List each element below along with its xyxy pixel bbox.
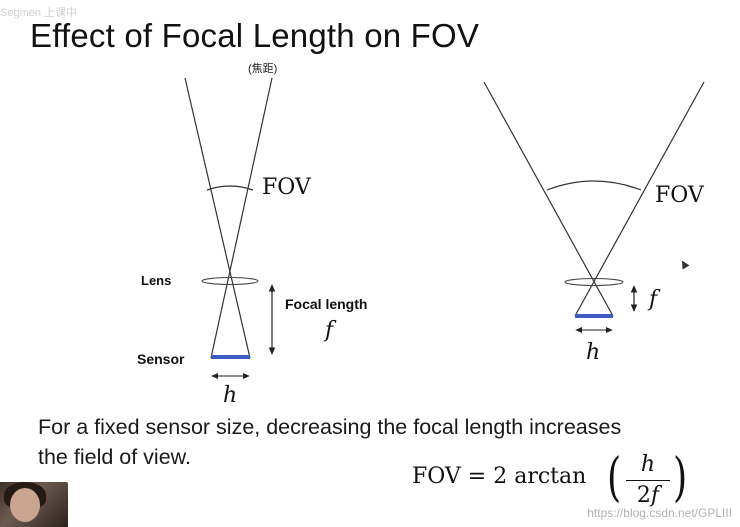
slide-title: Effect of Focal Length on FOV: [30, 17, 480, 54]
body-text: For a fixed sensor size, decreasing the …: [38, 412, 728, 472]
right-sensor-width-symbol: h: [586, 340, 600, 365]
left-sensor-width-symbol: h: [223, 383, 237, 408]
left-sensor-label: Sensor: [137, 351, 185, 367]
presenter-face: [10, 488, 40, 522]
left-lens: [201, 276, 259, 286]
formula-fraction-bar: [626, 480, 670, 481]
body-line-1: For a fixed sensor size, decreasing the …: [38, 415, 622, 439]
right-lens: [564, 277, 624, 287]
formula-denominator-var: f: [650, 483, 660, 508]
formula-denominator: 2f: [626, 483, 670, 509]
formula-lhs: FOV = 2 arctan: [412, 464, 587, 489]
right-ray-2: [574, 81, 705, 317]
left-fov-arc: [206, 185, 254, 191]
formula-denominator-coef: 2: [636, 483, 651, 508]
left-lens-label: Lens: [141, 273, 171, 288]
title-annotation: (焦距): [248, 63, 278, 75]
left-focal-length-label: Focal length: [285, 296, 367, 312]
body-line-2: the field of view.: [38, 445, 191, 469]
formula-open-paren: (: [607, 448, 622, 508]
left-focal-symbol: f: [323, 318, 337, 343]
formula-fraction: h 2f: [626, 452, 670, 509]
formula-numerator: h: [640, 452, 656, 477]
right-focal-symbol: f: [647, 287, 661, 312]
right-diagram: FOV f h: [483, 81, 705, 365]
right-fov-label: FOV: [655, 183, 705, 208]
formula-close-paren: ): [673, 448, 688, 508]
left-ray-1: [184, 77, 251, 359]
left-fov-label: FOV: [262, 175, 312, 200]
left-ray-2: [210, 77, 273, 359]
presenter-webcam-thumbnail: [0, 482, 68, 527]
bottom-watermark: https://blog.csdn.net/GPLIII: [587, 506, 732, 520]
top-watermark: Segmen 上课中: [0, 7, 78, 19]
right-fov-arc: [546, 180, 642, 191]
left-diagram: FOV Lens Focal length f Sensor h: [137, 77, 367, 408]
right-ray-1: [483, 81, 614, 317]
